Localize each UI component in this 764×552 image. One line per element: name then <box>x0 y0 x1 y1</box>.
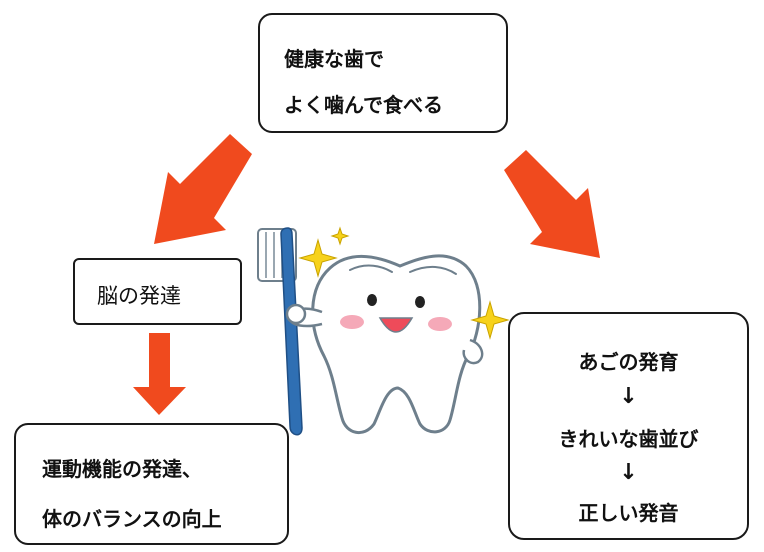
top-box-line-1: 健康な歯で <box>284 47 384 71</box>
jaw-development-box: あごの発育 ↓ きれいな歯並び ↓ 正しい発音 <box>508 312 749 540</box>
jaw-box-line-1: あごの発育 <box>578 350 679 374</box>
tooth-character-icon <box>285 254 484 434</box>
arrow-down-left-icon <box>154 134 252 244</box>
jaw-box-arrow-2: ↓ <box>619 460 638 485</box>
top-box-healthy-teeth: 健康な歯で よく噛んで食べる <box>258 13 508 133</box>
toothbrush-icon <box>257 227 303 436</box>
motor-function-box: 運動機能の発達、 体のバランスの向上 <box>14 423 289 545</box>
brain-box-label: 脳の発達 <box>97 284 181 308</box>
sparkle-icon <box>298 226 510 340</box>
jaw-box-arrow-1: ↓ <box>619 384 638 409</box>
jaw-box-line-3: 正しい発音 <box>578 501 679 525</box>
jaw-box-line-2: きれいな歯並び <box>558 427 699 451</box>
arrow-down-right-icon <box>504 150 600 258</box>
brain-development-box: 脳の発達 <box>73 258 242 325</box>
motor-box-line-2: 体のバランスの向上 <box>42 507 222 531</box>
arrow-down-icon <box>133 333 186 415</box>
motor-box-line-1: 運動機能の発達、 <box>42 457 202 481</box>
top-box-line-2: よく噛んで食べる <box>284 93 443 117</box>
